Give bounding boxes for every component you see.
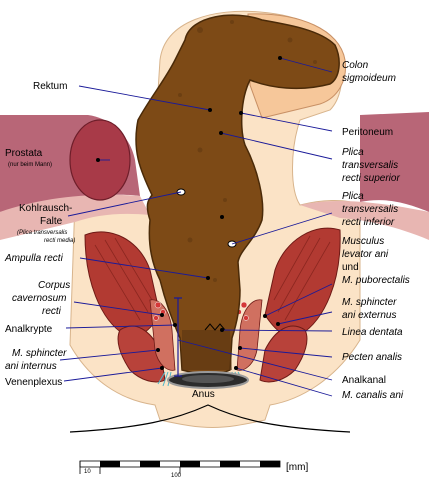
label-plica-inf-1: Plica [342, 191, 364, 202]
scale-tick-100: 100 [171, 473, 182, 479]
label-sph-int-1: M. sphincter [12, 348, 67, 359]
label-plica-sup-2: transversalis [342, 160, 398, 171]
label-analkanal: Analkanal [342, 375, 386, 386]
label-kohlrausch-note-2: recti media) [44, 238, 75, 244]
label-levator-4: M. puborectalis [342, 275, 410, 286]
label-rektum: Rektum [33, 81, 67, 92]
label-corpus-1: Corpus [38, 280, 70, 291]
label-corpus-2: cavernosum [12, 293, 66, 304]
label-levator-2: levator ani [342, 249, 389, 260]
muscle-fibers [94, 235, 331, 321]
scale-tick-10: 10 [84, 469, 91, 475]
leader-lines [59, 57, 333, 397]
pelvic-floor-shading [0, 194, 150, 240]
label-linea-dentata: Linea dentata [342, 327, 403, 338]
anal-canal-lumen [182, 330, 232, 370]
label-ampulla: Ampulla recti [4, 253, 64, 264]
label-corpus-3: recti [42, 306, 62, 317]
label-venenplexus: Venenplexus [5, 377, 62, 388]
pelvic-floor-shading-right [300, 200, 429, 240]
rectum-lumen [135, 14, 340, 375]
mucosa-texture [178, 20, 317, 282]
label-colon-line1: Colon [342, 60, 369, 71]
label-peritoneum: Peritoneum [342, 127, 393, 138]
label-sph-ext-2: ani externus [342, 310, 396, 321]
label-canalis-ani: M. canalis ani [342, 390, 404, 401]
label-analkrypte: Analkrypte [5, 324, 53, 335]
label-prostata: Prostata [5, 148, 43, 159]
pelvic-wall-right [360, 112, 429, 212]
label-kohlrausch-1: Kohlrausch- [19, 203, 72, 214]
linea-dentata-line [204, 323, 226, 331]
label-plica-sup-3: recti superior [342, 173, 400, 184]
anal-canal-length-marker [174, 297, 182, 377]
sphincter-externus-right [259, 325, 308, 383]
leader-dots [96, 56, 282, 370]
label-plica-inf-3: recti inferior [342, 217, 395, 228]
label-plica-inf-2: transversalis [342, 204, 398, 215]
label-prostata-note: (nur beim Mann) [8, 162, 52, 168]
label-sph-ext-1: M. sphincter [342, 297, 397, 308]
label-kohlrausch-2: Falte [40, 216, 63, 227]
labels: Colon sigmoideum Peritoneum Plica transv… [4, 60, 410, 401]
scale-unit: [mm] [286, 462, 308, 473]
perineum-outline [69, 404, 351, 433]
label-pecten-analis: Pecten analis [342, 352, 402, 363]
label-colon-line2: sigmoideum [342, 73, 396, 84]
anus-inner [182, 375, 234, 383]
label-kohlrausch-note-1: (Plica transversalis [17, 230, 67, 236]
scale-bar: 10 100 [mm] [79, 460, 308, 479]
anatomy-illustration [0, 10, 429, 433]
sphincter-externus-left [117, 325, 166, 383]
label-levator-3: und [342, 262, 359, 273]
label-levator-1: Musculus [342, 236, 384, 247]
sphincter-internus-right [236, 299, 263, 371]
label-plica-sup-1: Plica [342, 147, 364, 158]
label-anus: Anus [192, 389, 215, 400]
label-sph-int-2: ani internus [5, 361, 57, 372]
